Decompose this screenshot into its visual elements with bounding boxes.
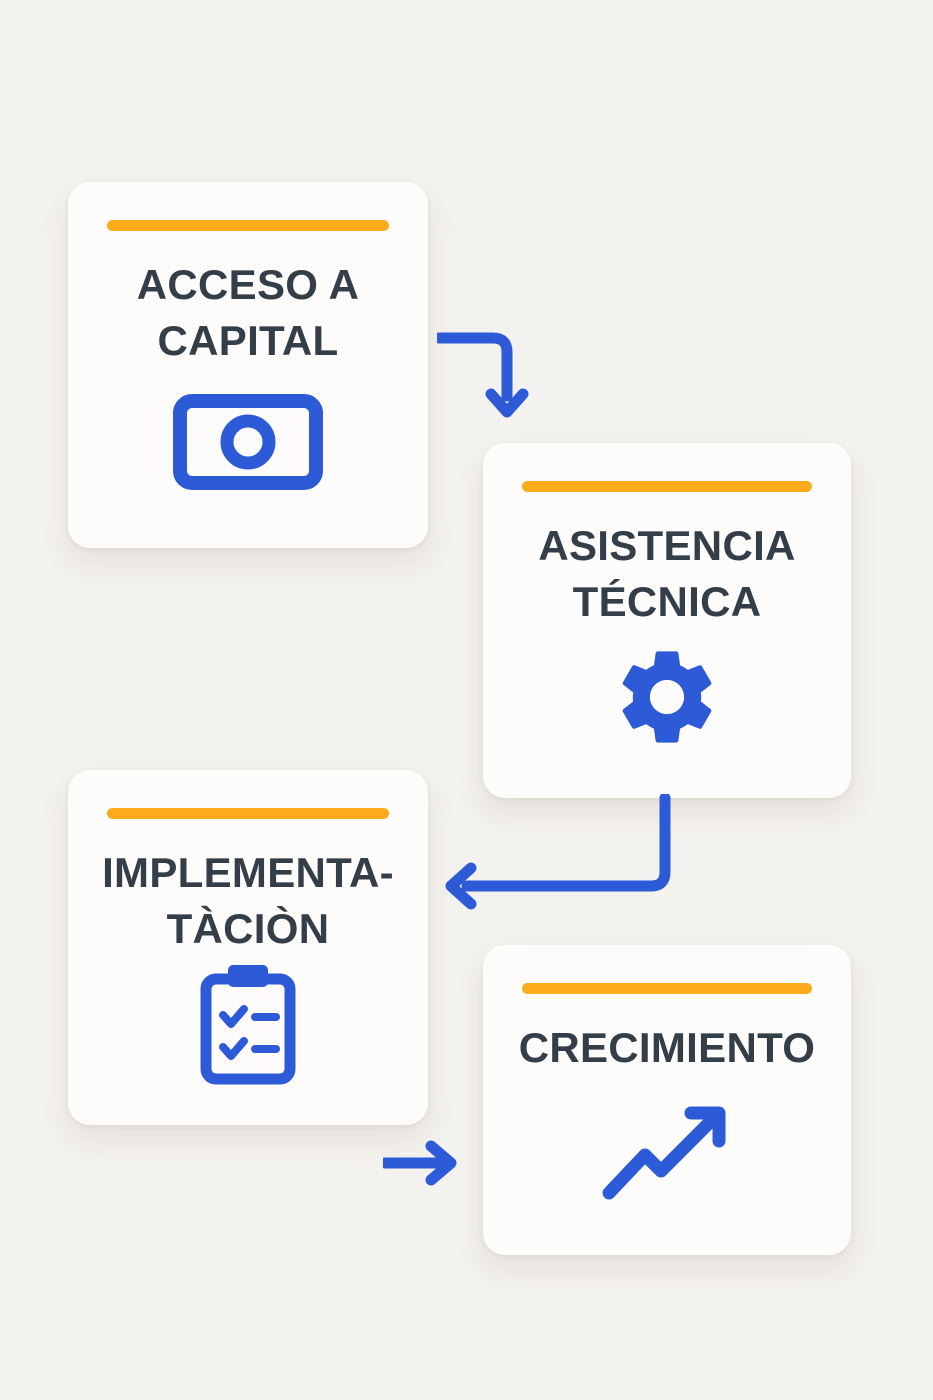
card-implementacion: IMPLEMENTA- TÀCIÒN <box>68 770 428 1125</box>
clipboard-checklist-icon <box>198 963 298 1085</box>
growth-arrow-icon <box>599 1093 735 1205</box>
arrow-asistencia-to-implementacion <box>445 794 671 910</box>
title-line-2: CAPITAL <box>157 317 339 365</box>
card-title: ASISTENCIA TÉCNICA <box>538 518 795 631</box>
gear-icon <box>610 640 724 754</box>
accent-bar <box>522 983 812 994</box>
accent-bar <box>107 808 389 819</box>
title-line-2: TÀCIÒN <box>166 905 330 953</box>
accent-bar <box>107 220 389 231</box>
arrow-implementacion-to-crecimiento <box>383 1140 457 1186</box>
card-asistencia-tecnica: ASISTENCIA TÉCNICA <box>483 443 851 798</box>
money-bill-icon <box>173 393 323 490</box>
card-acceso-a-capital: ACCESO A CAPITAL <box>68 182 428 548</box>
title-line-2: TÉCNICA <box>572 578 762 626</box>
accent-bar <box>522 481 812 492</box>
card-title: CRECIMIENTO <box>519 1020 816 1076</box>
title-line-1: ACCESO A <box>136 261 360 308</box>
card-crecimiento: CRECIMIENTO <box>483 945 851 1255</box>
card-title: IMPLEMENTA- TÀCIÒN <box>102 845 394 958</box>
title-line-1: CRECIMIENTO <box>518 1024 816 1071</box>
card-title: ACCESO A CAPITAL <box>137 257 360 370</box>
arrow-capital-to-asistencia <box>437 332 529 418</box>
title-line-1: ASISTENCIA <box>538 522 796 569</box>
title-line-1: IMPLEMENTA- <box>102 849 394 896</box>
